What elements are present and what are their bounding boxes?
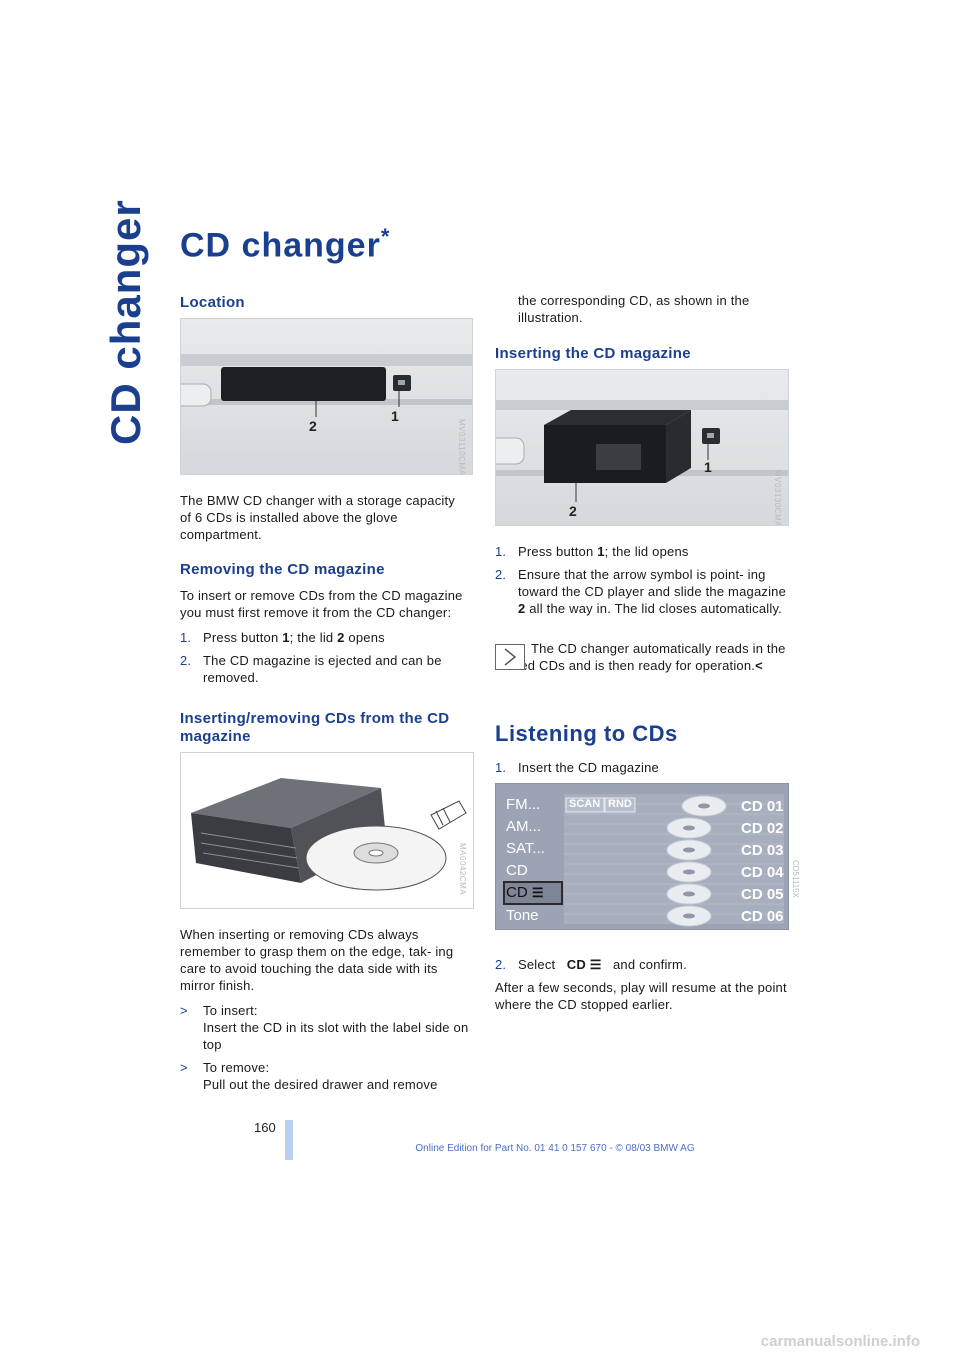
note-text: The CD changer automatically reads in th… (495, 641, 786, 673)
listening-heading: Listening to CDs (495, 721, 678, 746)
cd-menu-screen: FM... AM... SAT... CD CD ☰ Tone SCAN RND… (495, 783, 789, 930)
list-item: 2. The CD magazine is ejected and can be… (180, 653, 442, 685)
list-item: 1. Press button 1; the lid 2 opens (180, 630, 385, 645)
cd-slot-5: CD 05 (741, 886, 784, 903)
image-code: MA0042CMA (458, 843, 467, 896)
cd-magazine-illustration (191, 778, 467, 891)
callout-2: 2 (309, 418, 317, 434)
listening-step-2: 2. Select CD ☰ and confirm. (495, 956, 790, 973)
removing-heading: Removing the CD magazine (180, 561, 385, 578)
inserting-cds-body: When inserting or removing CDs always re… (180, 927, 454, 993)
left-column: Location (180, 294, 475, 312)
location-heading: Location (180, 294, 245, 311)
image-code: MV03110CMA (457, 419, 466, 475)
listening-step-2-block: 2. Select CD ☰ and confirm. After a few … (495, 956, 790, 1013)
callout-1: 1 (391, 408, 399, 424)
list-item: > To remove:Pull out the desired drawer … (180, 1060, 438, 1092)
inserting-magazine-heading: Inserting the CD magazine (495, 345, 691, 362)
watermark: carmanualsonline.info (760, 1333, 920, 1350)
image-code: MV03130CMA (773, 470, 782, 526)
inserting-magazine-steps-block: 1. Press button 1; the lid opens 2. Ensu… (495, 543, 790, 623)
list-icon: ☰ (531, 885, 544, 900)
scan-button: SCAN (569, 798, 601, 810)
inserting-cds-heading: Inserting/removing CDs from the CD magaz… (180, 710, 450, 745)
cd-slot-4: CD 04 (741, 864, 784, 881)
inserting-cds-continuation: the corresponding CD, as shown in the il… (518, 293, 750, 325)
menu-item-cd: CD (506, 862, 528, 879)
menu-item-fm: FM... (506, 796, 541, 813)
listening-section: Listening to CDs 1. Insert the CD magazi… (495, 721, 790, 782)
insert-remove-bullets: > To insert:Insert the CD in its slot wi… (180, 1002, 475, 1093)
note-block: The CD changer automatically reads in th… (495, 640, 790, 674)
inserting-cds-text: When inserting or removing CDs always re… (180, 926, 475, 1099)
cd-slot-3: CD 03 (741, 842, 784, 859)
removing-intro: To insert or remove CDs from the CD maga… (180, 588, 463, 620)
footer-accent-bar (285, 1120, 293, 1160)
list-item: 2. Select CD ☰ and confirm. (495, 957, 687, 972)
callout-1: 1 (704, 459, 712, 475)
listening-step-1: 1. Insert the CD magazine (495, 759, 790, 776)
cd-list-icon: CD ☰ (566, 957, 602, 972)
cd-magazine-image: MA0042CMA (180, 752, 474, 909)
location-image: 2 1 MV03110CMA (180, 318, 473, 475)
inserting-magazine-image: 1 2 MV03130CMA (495, 369, 789, 526)
inserting-cds-heading-block: Inserting/removing CDs from the CD magaz… (180, 710, 470, 746)
image-code: CD51115X (791, 860, 800, 898)
cd-slot-2: CD 02 (741, 820, 784, 837)
page-number: 160 (254, 1120, 276, 1135)
cd-slot-1: CD 01 (741, 798, 784, 815)
continuation-text: the corresponding CD, as shown in the il… (518, 292, 793, 326)
menu-item-sat: SAT... (506, 840, 545, 857)
list-item: 2. Ensure that the arrow symbol is point… (495, 567, 787, 616)
removing-section: Removing the CD magazine To insert or re… (180, 561, 470, 692)
menu-item-am: AM... (506, 818, 542, 835)
footer-edition: Online Edition for Part No. 01 41 0 157 … (415, 1143, 695, 1154)
callout-2: 2 (569, 503, 577, 519)
menu-item-cd-selected: CD ☰ (506, 884, 544, 901)
location-text-block: The BMW CD changer with a storage capaci… (180, 492, 470, 543)
note-arrow-icon (495, 644, 525, 670)
resume-text: After a few seconds, play will resume at… (495, 980, 787, 1012)
page-title: CD changer* (180, 224, 391, 265)
list-item: > To insert:Insert the CD in its slot wi… (180, 1003, 469, 1052)
list-item: 1. Insert the CD magazine (495, 760, 659, 775)
menu-background-illustration (496, 784, 788, 929)
rnd-button: RND (608, 798, 632, 810)
list-item: 1. Press button 1; the lid opens (495, 544, 689, 559)
inserting-magazine-heading-block: Inserting the CD magazine (495, 345, 790, 363)
menu-item-tone: Tone (506, 907, 539, 924)
cd-slot-6: CD 06 (741, 908, 784, 925)
sidebar-chapter-title: CD changer (102, 199, 149, 445)
inserting-magazine-steps: 1. Press button 1; the lid opens 2. Ensu… (495, 543, 790, 617)
magazine-insertion-illustration: 1 2 (496, 370, 788, 525)
location-body: The BMW CD changer with a storage capaci… (180, 493, 456, 542)
removing-steps: 1. Press button 1; the lid 2 opens 2. Th… (180, 629, 470, 686)
cd-changer-location-illustration: 2 1 (181, 319, 472, 474)
